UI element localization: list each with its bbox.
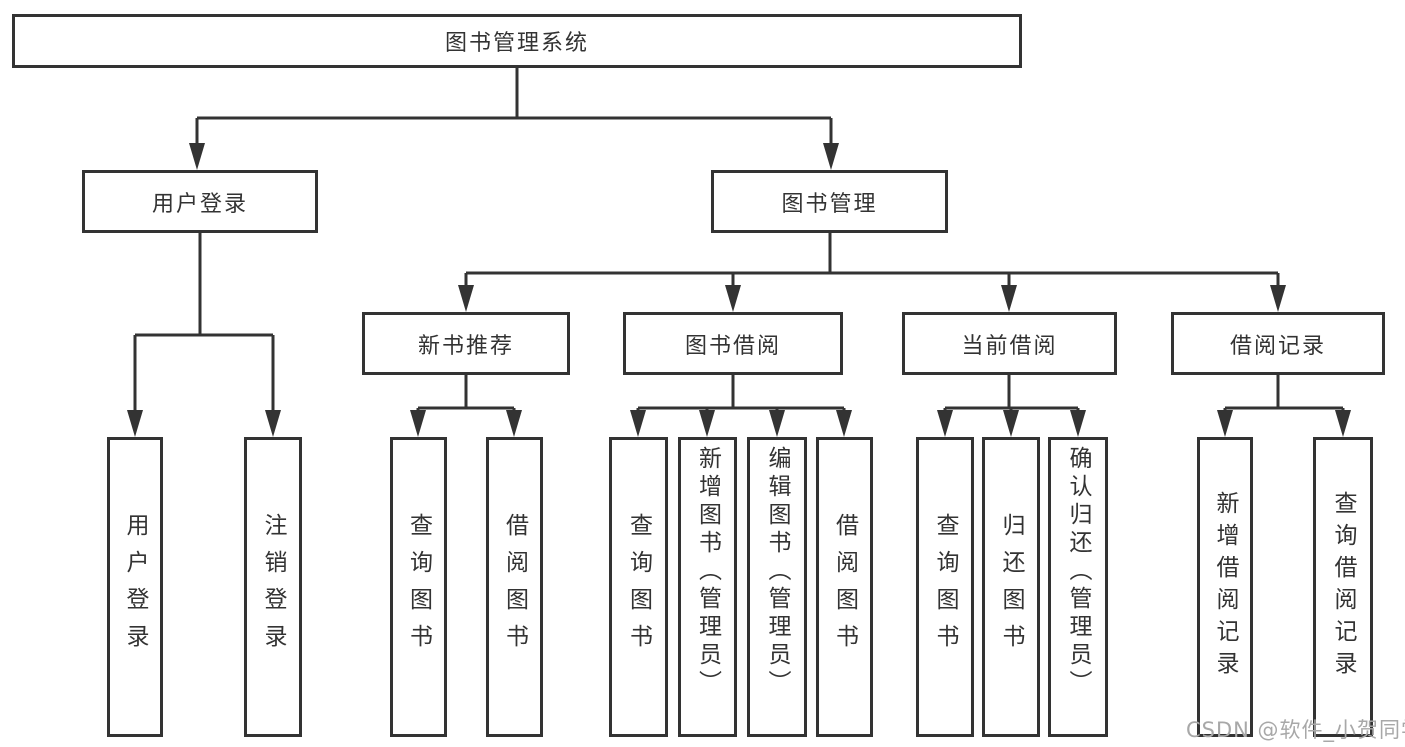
node-current-borrow: 当前借阅: [902, 312, 1117, 375]
leaf-records-query-record-label: 查询借阅记录: [1330, 491, 1356, 683]
leaf-current-return-books: 归还图书: [982, 437, 1040, 737]
leaf-records-add-record: 新增借阅记录: [1197, 437, 1253, 737]
leaf-current-query-books: 查询图书: [916, 437, 974, 737]
leaf-borrow-borrow-books-label: 借阅图书: [831, 513, 858, 661]
leaf-newbook-query-books: 查询图书: [390, 437, 447, 737]
leaf-records-query-record: 查询借阅记录: [1313, 437, 1373, 737]
leaf-borrow-borrow-books: 借阅图书: [816, 437, 873, 737]
leaf-newbook-query-books-label: 查询图书: [405, 513, 432, 661]
leaf-borrow-query-books-label: 查询图书: [625, 513, 652, 661]
leaf-newbook-borrow-books-label: 借阅图书: [501, 513, 528, 661]
leaf-current-query-books-label: 查询图书: [932, 513, 958, 661]
leaf-logout-label: 注销登录: [260, 513, 286, 661]
node-user-login: 用户登录: [82, 170, 318, 233]
leaf-logout: 注销登录: [244, 437, 302, 737]
leaf-borrow-add-books-admin-label: 新增图书（管理员）: [694, 446, 721, 698]
node-new-book-recommend: 新书推荐: [362, 312, 570, 375]
leaf-borrow-add-books-admin: 新增图书（管理员）: [678, 437, 737, 737]
node-book-borrow: 图书借阅: [623, 312, 843, 375]
leaf-current-return-books-label: 归还图书: [998, 513, 1024, 661]
leaf-borrow-query-books: 查询图书: [609, 437, 668, 737]
leaf-borrow-edit-books-admin: 编辑图书（管理员）: [747, 437, 807, 737]
leaf-borrow-edit-books-admin-label: 编辑图书（管理员）: [764, 446, 790, 698]
leaf-current-confirm-return-admin: 确认归还（管理员）: [1048, 437, 1108, 737]
node-borrow-records: 借阅记录: [1171, 312, 1385, 375]
leaf-records-add-record-label: 新增借阅记录: [1212, 491, 1238, 683]
leaf-user-login: 用户登录: [107, 437, 163, 737]
leaf-newbook-borrow-books: 借阅图书: [486, 437, 543, 737]
csdn-watermark: CSDN @软件_小贺同学: [1186, 718, 1405, 742]
leaf-user-login-label: 用户登录: [122, 513, 148, 661]
node-root-library-system: 图书管理系统: [12, 14, 1022, 68]
node-book-management: 图书管理: [711, 170, 948, 233]
leaf-current-confirm-return-admin-label: 确认归还（管理员）: [1065, 446, 1091, 698]
